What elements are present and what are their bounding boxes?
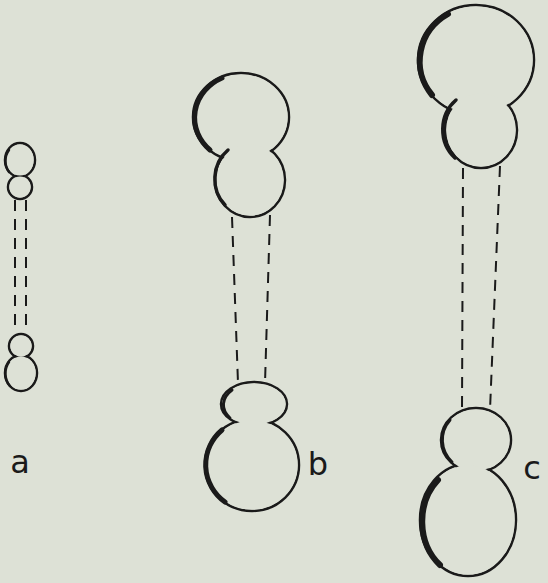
figure-label: c — [523, 452, 541, 484]
figure-label: a — [10, 446, 30, 478]
figure-label: b — [308, 448, 328, 480]
